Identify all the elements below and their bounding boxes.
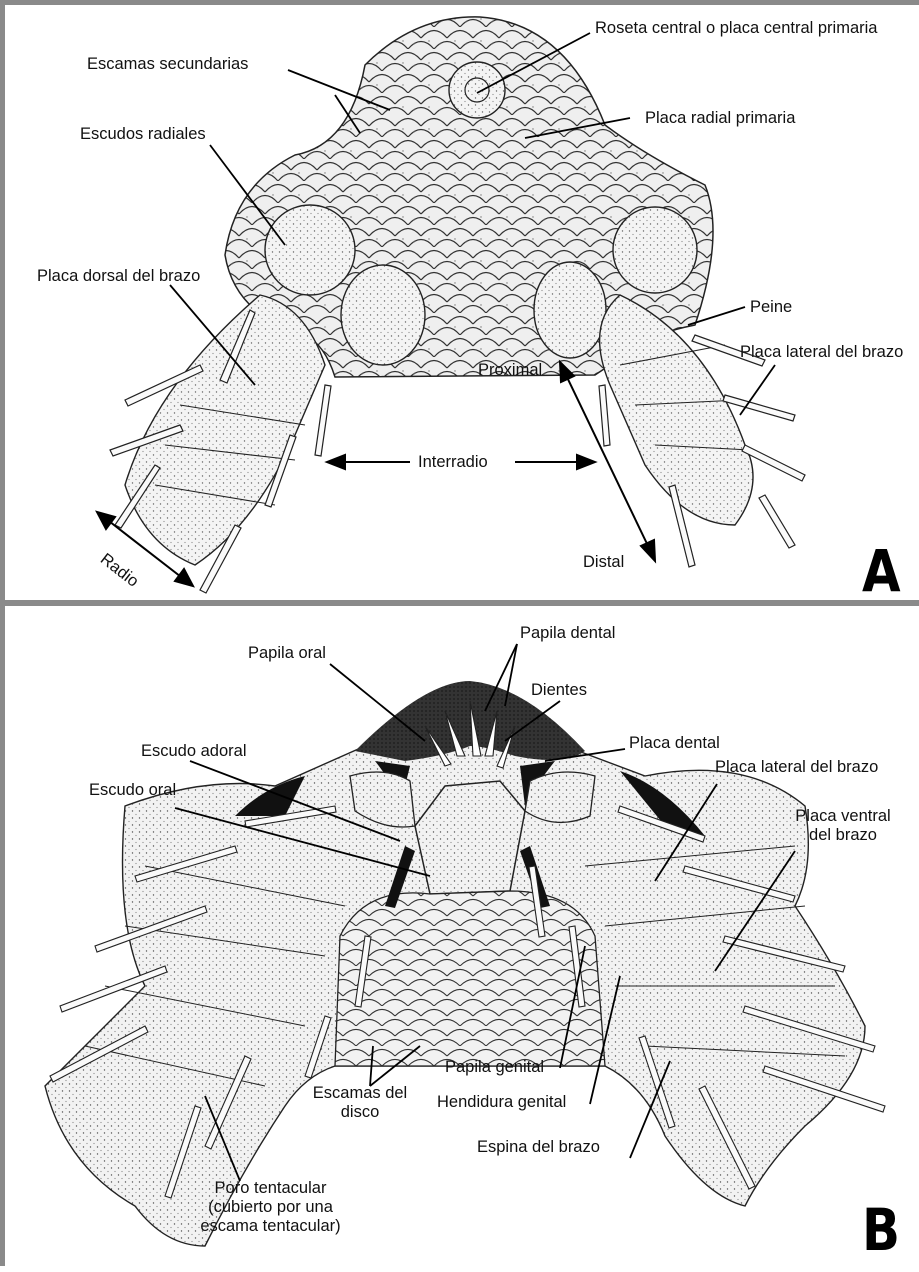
- label-poro-line1: Poro tentacular: [183, 1179, 358, 1198]
- label-poro-line3: escama tentacular): [183, 1217, 358, 1236]
- label-placa-ventral-line2: del brazo: [783, 826, 903, 845]
- ventral-view-illustration: [5, 606, 919, 1272]
- label-hendidura-genital: Hendidura genital: [437, 1093, 566, 1112]
- label-dientes: Dientes: [531, 681, 587, 700]
- label-placa-dorsal: Placa dorsal del brazo: [37, 267, 200, 286]
- label-placa-ventral-line1: Placa ventral: [783, 807, 903, 826]
- label-roseta-central: Roseta central o placa central primaria: [595, 19, 877, 38]
- panel-letter-b: B: [862, 1196, 900, 1264]
- label-papila-oral: Papila oral: [248, 644, 326, 663]
- label-placa-dental: Placa dental: [629, 734, 720, 753]
- label-proximal: Proximal: [478, 361, 542, 380]
- label-poro-tentacular: Poro tentacular (cubierto por una escama…: [183, 1179, 358, 1236]
- label-papila-dental: Papila dental: [520, 624, 615, 643]
- label-distal: Distal: [583, 553, 624, 572]
- label-escamas-del-disco: Escamas del disco: [295, 1084, 425, 1122]
- panel-b: Papila dental Papila oral Dientes Escudo…: [0, 600, 919, 1266]
- label-placa-lateral-b: Placa lateral del brazo: [715, 758, 878, 777]
- label-espina-del-brazo: Espina del brazo: [477, 1138, 600, 1157]
- label-placa-ventral: Placa ventral del brazo: [783, 807, 903, 845]
- label-escamas-line1: Escamas del: [295, 1084, 425, 1103]
- label-escudo-oral: Escudo oral: [89, 781, 176, 800]
- label-escamas-secundarias: Escamas secundarias: [87, 55, 248, 74]
- panel-letter-a: A: [862, 537, 901, 605]
- label-escudos-radiales: Escudos radiales: [80, 125, 206, 144]
- label-poro-line2: (cubierto por una: [183, 1198, 358, 1217]
- label-placa-lateral-a: Placa lateral del brazo: [740, 343, 903, 362]
- label-placa-radial-primaria: Placa radial primaria: [645, 109, 795, 128]
- label-escudo-adoral: Escudo adoral: [141, 742, 247, 761]
- label-peine: Peine: [750, 298, 792, 317]
- panel-a: Roseta central o placa central primaria …: [0, 0, 919, 604]
- label-escamas-line2: disco: [295, 1103, 425, 1122]
- label-interradio: Interradio: [418, 453, 488, 472]
- label-papila-genital: Papila genital: [445, 1058, 544, 1077]
